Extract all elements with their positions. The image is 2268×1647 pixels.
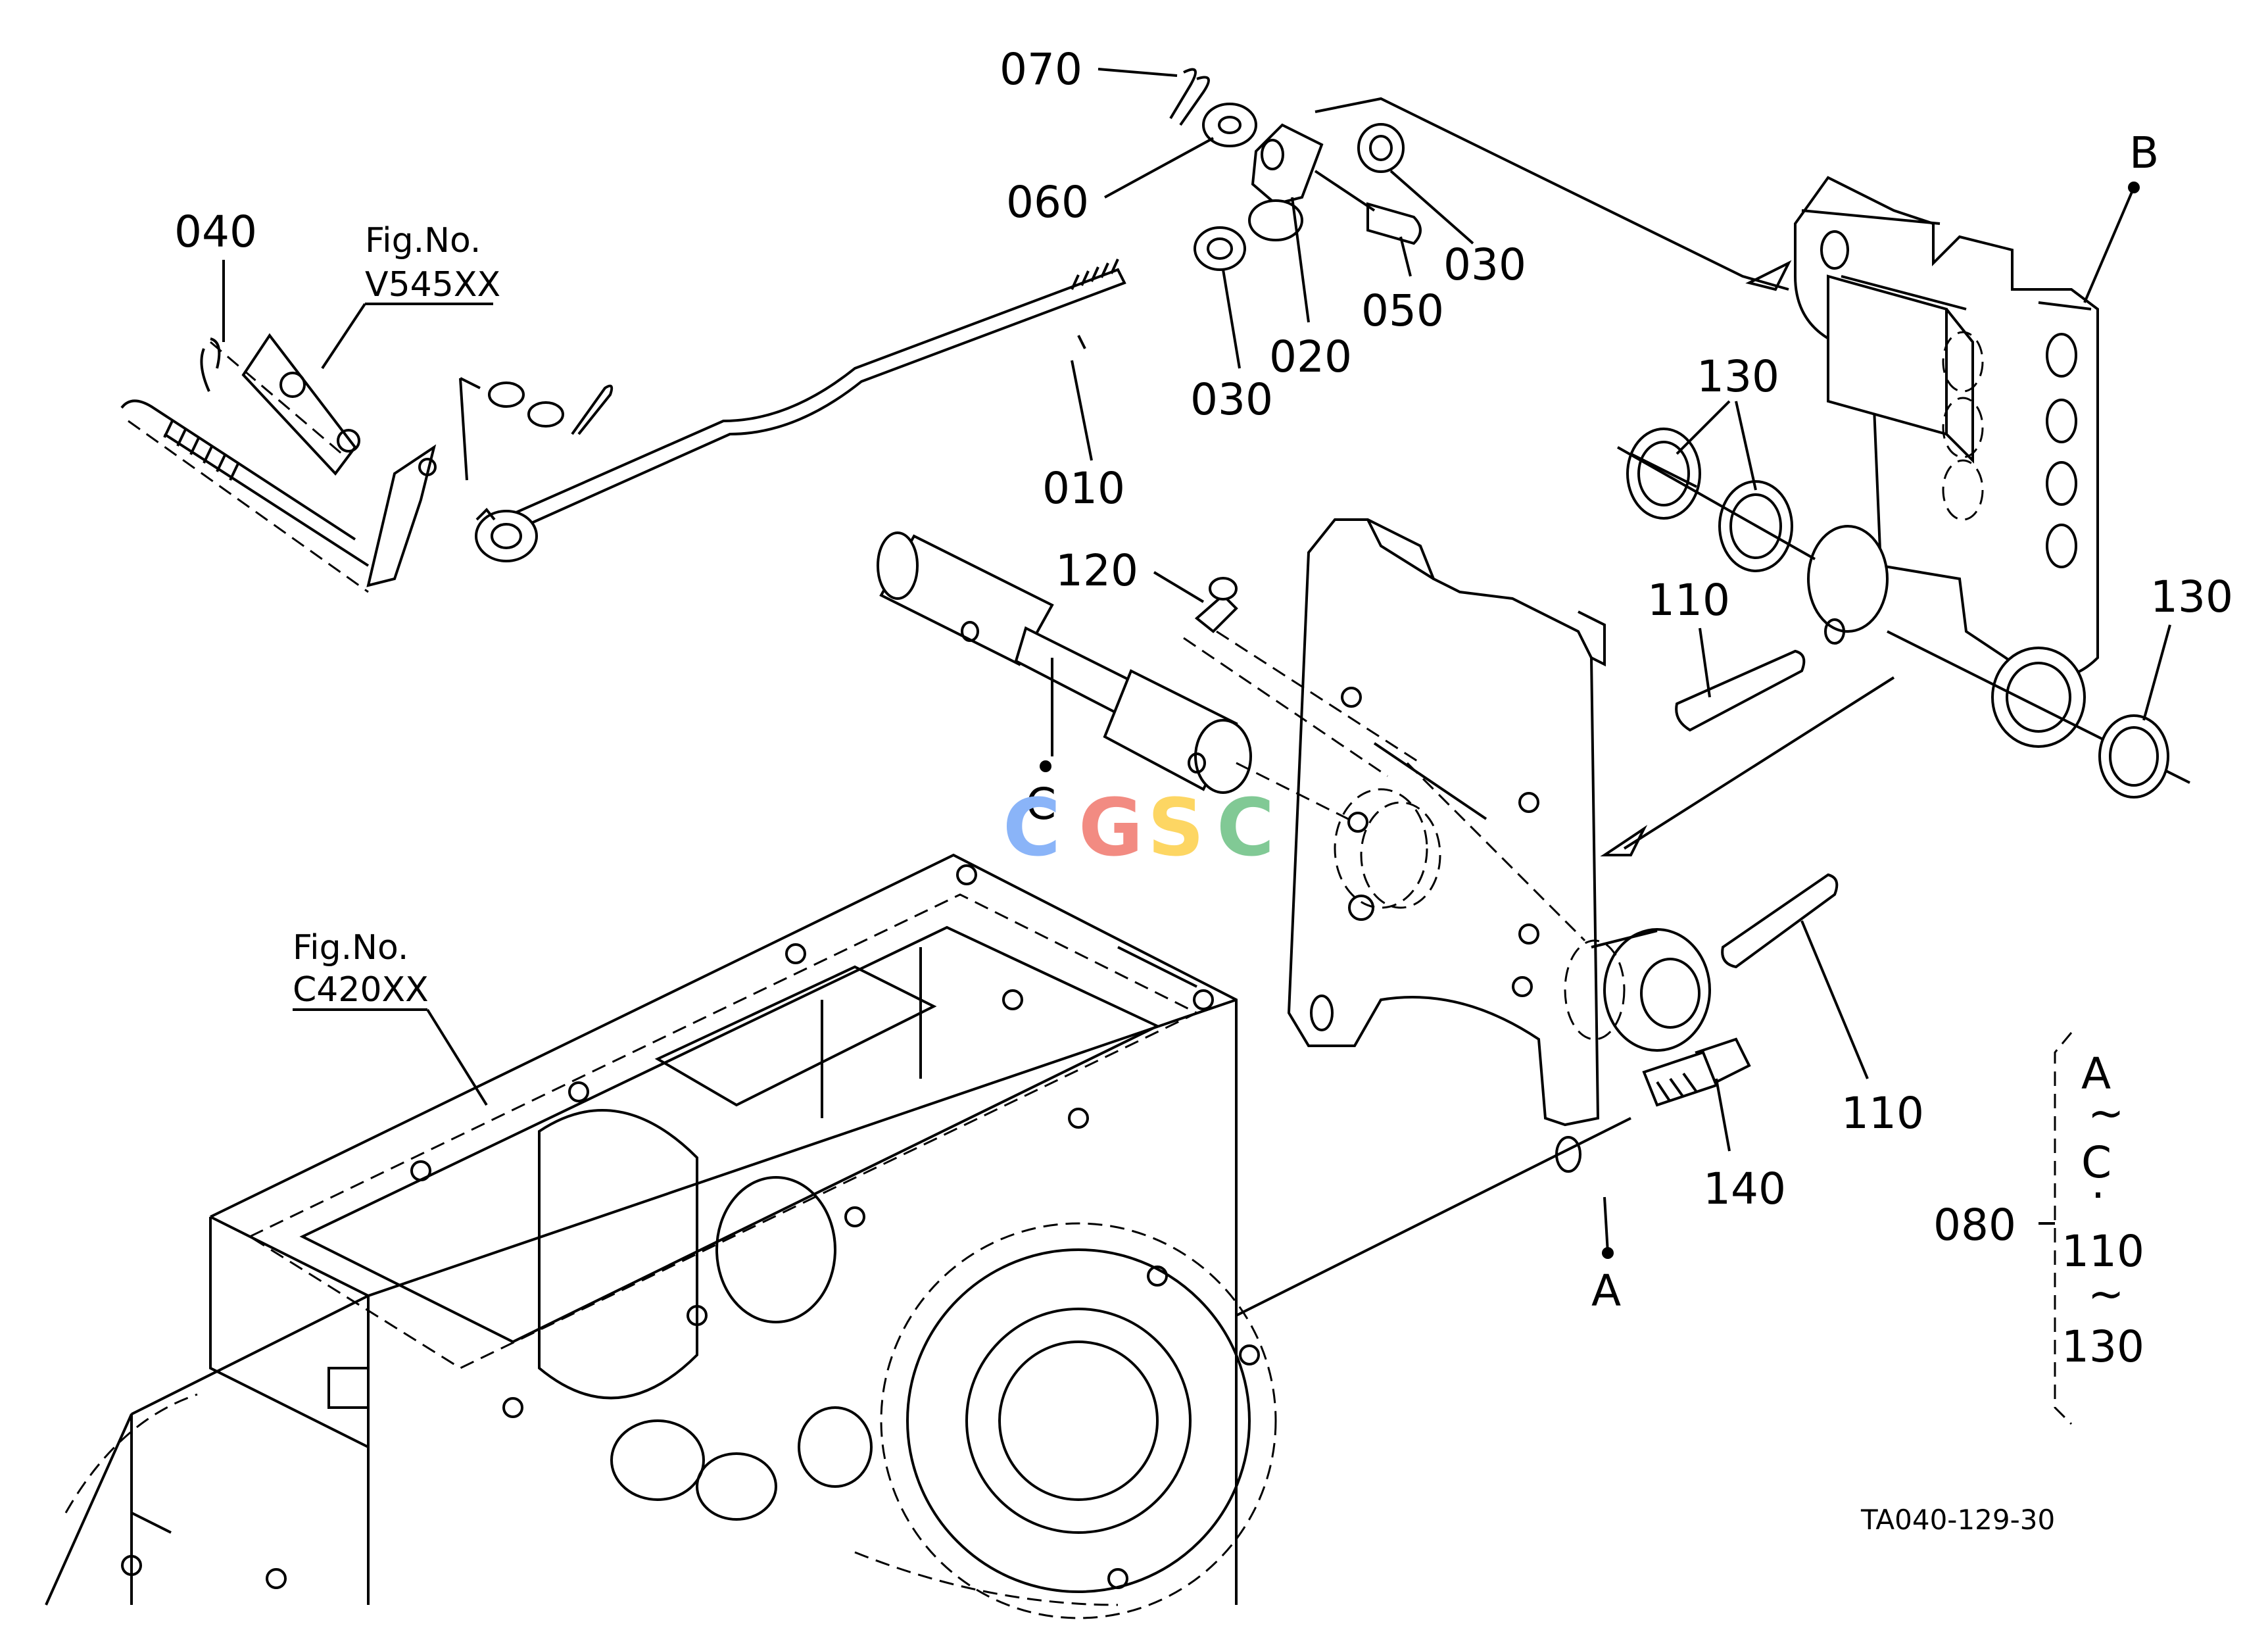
part-label-010: 010	[1042, 463, 1125, 514]
clevis-020	[1251, 123, 1324, 206]
callout-130-top: 130	[1676, 351, 1779, 491]
part-label-060: 060	[1006, 177, 1089, 228]
part-label-140: 140	[1703, 1164, 1786, 1214]
washer-060	[1202, 103, 1257, 147]
callout-b: B	[2083, 128, 2159, 303]
part-label-030-upper: 030	[1443, 239, 1526, 290]
figure-ref-v545-number: V545XX	[365, 265, 500, 305]
grease-fitting-120: 120	[1055, 545, 1238, 633]
figure-ref-v545-prefix: Fig.No.	[365, 221, 481, 260]
part-label-070: 070	[1000, 44, 1082, 95]
watermark-letter-4: C	[1217, 783, 1274, 874]
threaded-shaft-section	[163, 420, 239, 481]
part-label-130-top: 130	[1697, 351, 1779, 402]
figure-ref-c420-prefix: Fig.No.	[293, 928, 408, 968]
pin-110-upper: 110	[1647, 575, 1806, 732]
ref-point-a: A	[1591, 1266, 1621, 1316]
shift-linkage	[120, 333, 614, 593]
nut-030-lower	[1194, 226, 1246, 271]
callout-130-right: 130	[2142, 572, 2233, 721]
callout-040: 040	[174, 207, 257, 342]
control-rod-010	[475, 258, 1126, 562]
shaft-c	[877, 531, 1421, 823]
assembly-bracket-080: 080 A ~ C · 110 ~ 130	[1933, 1032, 2144, 1425]
part-label-120: 120	[1055, 545, 1138, 596]
rod-threaded-end	[1071, 258, 1119, 290]
watermark-letter-1: C	[1003, 783, 1061, 874]
bracket-line-7: 130	[2062, 1321, 2144, 1372]
bracket-line-6: ~	[2088, 1269, 2124, 1319]
clevis-group	[1169, 68, 1792, 291]
callout-020: 020	[1269, 197, 1352, 382]
bracket-line-5: 110	[2062, 1226, 2144, 1277]
callout-070: 070	[1000, 44, 1178, 95]
bolt-140: 140	[1642, 1037, 1786, 1214]
figure-ref-c420-number: C420XX	[293, 970, 429, 1010]
pin-050	[1366, 202, 1422, 245]
washer-left-2	[527, 401, 564, 428]
mounting-plate-a	[1236, 518, 1711, 1317]
cgsc-watermark: C G S C	[1003, 783, 1274, 874]
part-label-130-right: 130	[2150, 572, 2233, 622]
ref-point-b: B	[2129, 128, 2159, 178]
ref-point-c: C	[1026, 779, 1056, 829]
bushings-130	[1617, 428, 2169, 799]
part-label-110-upper: 110	[1647, 575, 1730, 626]
nut-030-upper	[1357, 123, 1405, 173]
bracket-line-2: ~	[2088, 1088, 2124, 1139]
part-label-110-lower: 110	[1841, 1088, 1924, 1139]
figure-ref-c420: Fig.No. C420XX	[293, 928, 488, 1106]
callout-050: 050	[1361, 236, 1444, 336]
lift-bracket-b	[1600, 176, 2190, 856]
part-label-030-lower: 030	[1190, 374, 1273, 425]
callout-c: C	[1026, 760, 1056, 829]
watermark-letter-3: S	[1147, 783, 1204, 874]
callout-a: A	[1591, 1196, 1621, 1316]
part-label-050: 050	[1361, 285, 1444, 336]
watermark-letter-2: G	[1078, 783, 1144, 874]
transmission-case	[45, 853, 1277, 1619]
bracket-line-4: ·	[2091, 1170, 2105, 1221]
bracket-line-1: A	[2081, 1048, 2111, 1099]
bracket-line-3: C	[2081, 1137, 2111, 1188]
callout-030-lower: 030	[1190, 269, 1273, 425]
callout-060: 060	[1006, 137, 1214, 228]
callout-030-upper: 030	[1389, 170, 1526, 290]
part-label-080: 080	[1933, 1200, 2016, 1250]
drawing-code: TA040-129-30	[1860, 1504, 2055, 1536]
figure-ref-v545: Fig.No. V545XX	[321, 221, 500, 370]
pin-110-lower: 110	[1721, 873, 1924, 1139]
part-label-020: 020	[1269, 332, 1352, 382]
part-label-040: 040	[174, 207, 257, 257]
callout-010: 010	[1042, 360, 1125, 514]
washer-left-1	[488, 381, 525, 408]
